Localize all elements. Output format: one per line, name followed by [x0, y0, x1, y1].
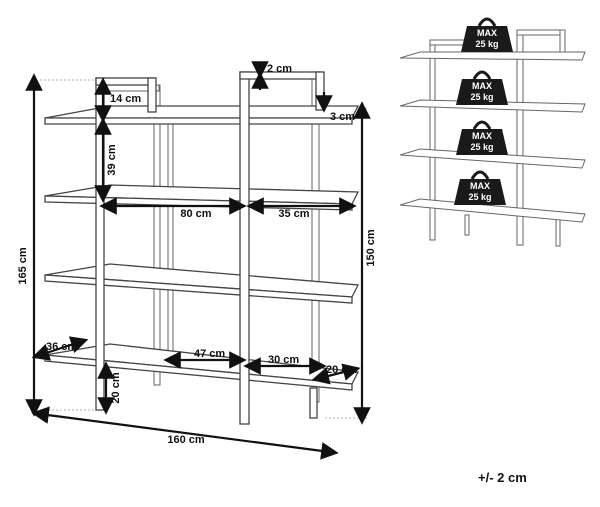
shelf-3 — [44, 263, 360, 304]
load-shelf-2 — [399, 99, 586, 113]
weight-3-kg: 25 kg — [470, 142, 493, 152]
weight-4-max: MAX — [470, 181, 490, 191]
label-top-gap: 14 cm — [110, 93, 141, 105]
back-frame-left — [106, 84, 174, 386]
label-side-width: 35 cm — [278, 208, 309, 220]
label-depth-right: 20 cm — [326, 364, 357, 376]
weight-4: MAX 25 kg — [454, 170, 506, 205]
shelf-1 — [44, 105, 360, 125]
label-depth-left: 36 cm — [46, 341, 77, 353]
load-shelf — [399, 29, 586, 247]
load-shelf-3 — [399, 148, 586, 169]
label-shelf-spacing: 39 cm — [106, 144, 118, 175]
weight-1-kg: 25 kg — [475, 39, 498, 49]
weight-3-max: MAX — [472, 131, 492, 141]
label-width-total: 160 cm — [167, 434, 205, 446]
arrow-depth-left — [31, 336, 89, 361]
weight-2-max: MAX — [472, 81, 492, 91]
front-frame-right — [239, 71, 325, 425]
load-shelf-1 — [399, 51, 586, 61]
weight-2: MAX 25 kg — [456, 70, 508, 105]
label-inner-width: 80 cm — [180, 208, 211, 220]
load-shelf-4 — [399, 198, 586, 223]
label-height-side: 150 cm — [365, 229, 377, 267]
weight-1-max: MAX — [477, 28, 497, 38]
weight-3: MAX 25 kg — [456, 120, 508, 155]
label-overhang: 3 cm — [330, 111, 355, 123]
tolerance-note: +/- 2 cm — [478, 470, 527, 485]
label-bottom-right: 30 cm — [268, 354, 299, 366]
arrow-width-total — [31, 406, 339, 460]
label-floor-gap: 20 cm — [110, 372, 122, 403]
weight-2-kg: 25 kg — [470, 92, 493, 102]
label-bottom-mid: 47 cm — [194, 348, 225, 360]
label-cap-height: 2 cm — [267, 63, 292, 75]
weight-4-kg: 25 kg — [468, 192, 491, 202]
main-shelf: 165 cm 150 cm 160 cm 80 cm 35 cm 14 cm 3… — [17, 61, 377, 460]
arrow-depth-right — [311, 363, 361, 385]
weight-1: MAX 25 kg — [461, 17, 513, 52]
label-height-total: 165 cm — [17, 247, 29, 285]
